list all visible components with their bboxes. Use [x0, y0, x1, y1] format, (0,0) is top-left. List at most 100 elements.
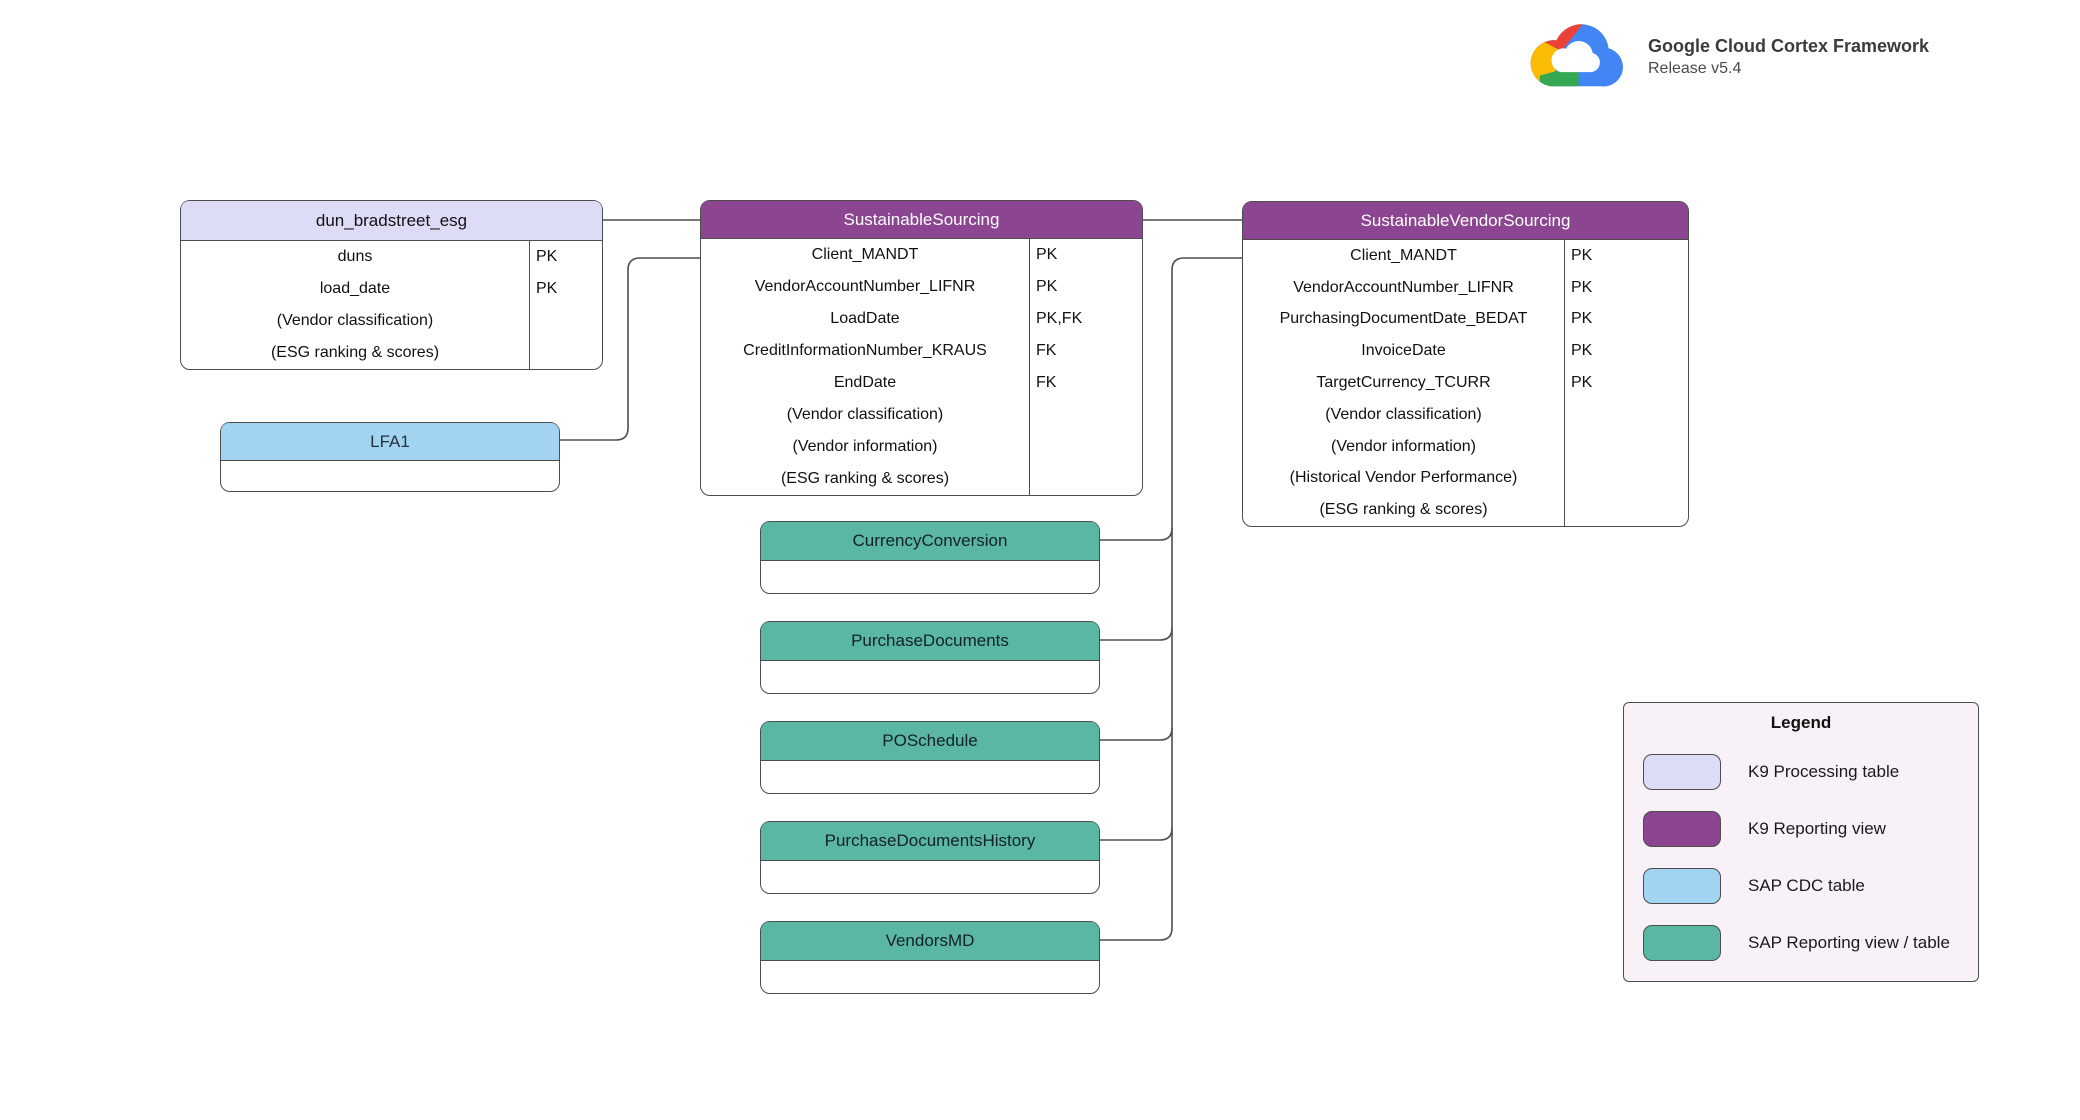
field-name: InvoiceDate [1361, 342, 1446, 360]
field-name: (ESG ranking & scores) [780, 470, 950, 487]
field-key: FK [1029, 367, 1142, 399]
table-row: (Vendor classification) [701, 399, 1142, 431]
field-key: PK [1564, 271, 1688, 304]
legend-label: SAP Reporting view / table [1748, 932, 1950, 952]
field-name: (Vendor classification) [786, 406, 944, 423]
k9-reporting-swatch [1643, 810, 1721, 847]
field-key [1564, 430, 1688, 463]
table-row: InvoiceDate PK [1243, 335, 1688, 368]
table-row: VendorAccountNumber_LIFNR PK [701, 271, 1142, 303]
k9-processing-swatch [1643, 753, 1721, 790]
field-name: (Vendor information) [1331, 437, 1476, 455]
table-poschedule[interactable]: POSchedule [760, 721, 1100, 794]
legend-label: K9 Reporting view [1748, 818, 1886, 838]
table-vendorsmd[interactable]: VendorsMD [760, 921, 1100, 994]
field-name: (Vendor information) [792, 438, 938, 455]
table-row: EndDate FK [701, 367, 1142, 399]
legend-item-sap-reporting: SAP Reporting view / table [1643, 924, 1978, 961]
table-row: (Vendor classification) [1243, 398, 1688, 431]
field-name: LoadDate [830, 310, 900, 327]
table-currencyconversion-body [761, 561, 1099, 593]
table-row: LoadDate PK,FK [701, 303, 1142, 335]
table-purchasedocumentshistory-body [761, 861, 1099, 893]
table-poschedule-body [761, 761, 1099, 793]
field-name: Client_MANDT [1350, 246, 1457, 264]
brand-title: Google Cloud Cortex Framework [1648, 36, 1930, 56]
field-name: (ESG ranking & scores) [1319, 501, 1488, 519]
google-cloud-logo-icon [1530, 24, 1623, 87]
table-row: load_date PK [181, 273, 602, 305]
table-dun-bradstreet-esg[interactable]: dun_bradstreet_esg duns PK load_date PK … [180, 200, 603, 370]
field-name: (Vendor classification) [276, 312, 434, 329]
field-name: CreditInformationNumber_KRAUS [743, 342, 987, 359]
table-row: PurchasingDocumentDate_BEDAT PK [1243, 303, 1688, 336]
table-purchasedocumentshistory-header: PurchaseDocumentsHistory [761, 822, 1099, 861]
table-row: (Vendor classification) [181, 305, 602, 337]
table-row: (ESG ranking & scores) [701, 463, 1142, 495]
field-key [1564, 462, 1688, 495]
table-row: (Vendor information) [701, 431, 1142, 463]
table-purchasedocuments-body [761, 661, 1099, 693]
field-name: VendorAccountNumber_LIFNR [754, 278, 976, 295]
field-name: PurchasingDocumentDate_BEDAT [1279, 310, 1528, 328]
table-lfa1[interactable]: LFA1 [220, 422, 560, 492]
table-row: Client_MANDT PK [1243, 240, 1688, 272]
field-key [1029, 399, 1142, 431]
table-sustainablesourcing[interactable]: SustainableSourcing Client_MANDT PK Vend… [700, 200, 1143, 496]
table-row: (Vendor information) [1243, 430, 1688, 463]
edge-purchasedocuments [1100, 627, 1173, 641]
field-key [529, 305, 602, 337]
field-key [1564, 494, 1688, 527]
field-key [1029, 431, 1142, 463]
table-lfa1-header: LFA1 [221, 423, 559, 461]
field-name: load_date [319, 280, 391, 297]
field-name: (Historical Vendor Performance) [1289, 469, 1518, 487]
legend-item-k9-reporting: K9 Reporting view [1643, 810, 1978, 847]
field-key: PK,FK [1029, 303, 1142, 335]
table-dun-bradstreet-esg-header: dun_bradstreet_esg [181, 201, 602, 241]
table-sustainablevendorsourcing[interactable]: SustainableVendorSourcing Client_MANDT P… [1242, 201, 1689, 527]
field-key: PK [1564, 303, 1688, 336]
field-key: PK [1564, 240, 1688, 272]
table-purchasedocuments-header: PurchaseDocuments [761, 622, 1099, 661]
field-key: PK [1564, 335, 1688, 368]
table-poschedule-header: POSchedule [761, 722, 1099, 761]
edge-trunk-to-vendorsourcing [1100, 257, 1242, 941]
legend-item-sap-cdc: SAP CDC table [1643, 867, 1978, 904]
legend-title: Legend [1770, 713, 1832, 732]
table-lfa1-body [221, 461, 559, 491]
brand-subtitle: Release v5.4 [1648, 59, 1742, 77]
sap-reporting-swatch [1643, 924, 1721, 961]
edge-poschedule [1100, 727, 1173, 741]
table-purchasedocuments[interactable]: PurchaseDocuments [760, 621, 1100, 694]
table-row: (Historical Vendor Performance) [1243, 462, 1688, 495]
field-name: EndDate [833, 374, 897, 391]
table-vendorsmd-header: VendorsMD [761, 922, 1099, 961]
table-row: (ESG ranking & scores) [1243, 494, 1688, 527]
edge-lfa1-to-sustainablesourcing [560, 257, 700, 441]
table-currencyconversion[interactable]: CurrencyConversion [760, 521, 1100, 594]
table-row: VendorAccountNumber_LIFNR PK [1243, 271, 1688, 304]
cloud-white-center [1551, 41, 1600, 73]
field-name: VendorAccountNumber_LIFNR [1293, 278, 1514, 296]
field-key: PK [529, 273, 602, 305]
field-name: Client_MANDT [811, 246, 919, 263]
field-key: PK [529, 241, 602, 273]
field-name: TargetCurrency_TCURR [1316, 374, 1491, 392]
field-key: PK [1029, 239, 1142, 271]
table-sustainablesourcing-header: SustainableSourcing [701, 201, 1142, 239]
field-key: PK [1029, 271, 1142, 303]
table-row: Client_MANDT PK [701, 239, 1142, 271]
table-row: TargetCurrency_TCURR PK [1243, 367, 1688, 399]
sap-cdc-swatch [1643, 867, 1721, 904]
table-row: CreditInformationNumber_KRAUS FK [701, 335, 1142, 367]
legend: Legend K9 Processing table K9 Reporting … [1623, 702, 1979, 982]
field-key [1029, 463, 1142, 495]
table-row: duns PK [181, 241, 602, 273]
table-purchasedocumentshistory[interactable]: PurchaseDocumentsHistory [760, 821, 1100, 894]
field-key [1564, 398, 1688, 431]
legend-label: K9 Processing table [1748, 761, 1900, 781]
table-row: (ESG ranking & scores) [181, 337, 602, 369]
